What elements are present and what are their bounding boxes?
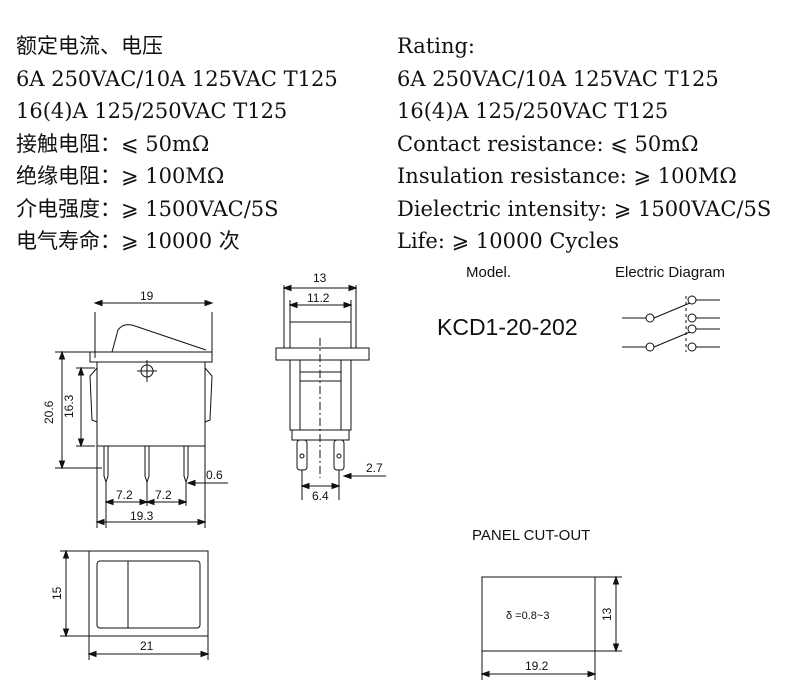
front-dim-pitch-right: 7.2 (155, 488, 172, 502)
side-dim-outer: 13 (313, 271, 327, 285)
front-dim-height-body: 16.3 (62, 394, 76, 418)
panel-cutout-drawing (480, 575, 622, 680)
spec-cn-electrical-life: 电气寿命：⩾ 10000 次 (16, 229, 240, 253)
bottom-dim-height: 15 (50, 586, 64, 600)
front-dim-pin-thickness: 0.6 (206, 468, 223, 482)
spec-en-contact-resistance: Contact resistance: ⩽ 50mΩ (397, 131, 699, 156)
spec-list-chinese: 额定电流、电压 6A 250VAC/10A 125VAC T125 16(4)A… (16, 30, 338, 258)
spec-list-english: Rating: 6A 250VAC/10A 125VAC T125 16(4)A… (397, 30, 771, 258)
spec-cn-rating-line1: 6A 250VAC/10A 125VAC T125 (16, 66, 338, 91)
front-dim-base-width: 19.3 (130, 509, 154, 523)
bottom-view-drawing (60, 549, 210, 660)
model-label: Model. (466, 264, 512, 281)
spec-cn-insulation-resistance: 绝缘电阻：⩾ 100MΩ (16, 164, 225, 188)
spec-en-life: Life: ⩾ 10000 Cycles (397, 229, 619, 253)
side-dim-pin-spacing: 6.4 (312, 489, 329, 503)
panel-thickness: δ =0.8~3 (506, 610, 549, 622)
spec-en-insulation-resistance: Insulation resistance: ⩾ 100MΩ (397, 164, 737, 188)
front-dim-pitch-left: 7.2 (116, 488, 133, 502)
model-number: KCD1-20-202 (437, 314, 578, 340)
panel-dim-width: 19.2 (525, 659, 549, 673)
spec-cn-rating-line2: 16(4)A 125/250VAC T125 (16, 99, 288, 123)
bottom-dim-width: 21 (140, 639, 154, 653)
spec-en-rating-title: Rating: (397, 34, 476, 58)
spec-en-rating-line1: 6A 250VAC/10A 125VAC T125 (397, 66, 719, 91)
side-dim-pin-width: 2.7 (366, 461, 383, 475)
front-dim-top: 19 (140, 289, 154, 303)
electric-diagram-label: Electric Diagram (615, 264, 726, 281)
panel-cutout-title: PANEL CUT-OUT (472, 527, 591, 544)
spec-en-dielectric-intensity: Dielectric intensity: ⩾ 1500VAC/5S (397, 196, 772, 221)
front-dim-height-total: 20.6 (42, 400, 56, 424)
side-dim-inner: 11.2 (307, 291, 330, 305)
spec-cn-rating-title: 额定电流、电压 (16, 34, 163, 58)
spec-cn-dielectric-strength: 介电强度：⩾ 1500VAC/5S (16, 196, 279, 221)
side-view-drawing (275, 284, 386, 500)
front-view-drawing (55, 299, 228, 528)
spec-cn-contact-resistance: 接触电阻：⩽ 50mΩ (16, 131, 210, 156)
spec-en-rating-line2: 16(4)A 125/250VAC T125 (397, 99, 669, 123)
panel-dim-height: 13 (600, 607, 614, 621)
electric-diagram (622, 295, 720, 352)
